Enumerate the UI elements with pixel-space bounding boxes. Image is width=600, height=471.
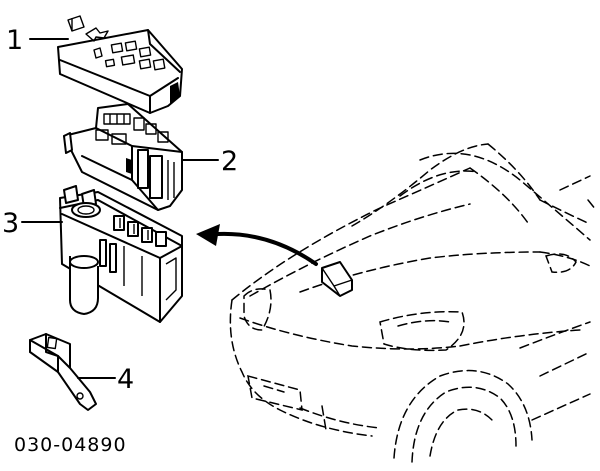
callout-3: 3	[2, 208, 19, 239]
part-3-lower-housing	[59, 185, 183, 323]
leader-lines	[21, 38, 219, 379]
callout-4: 4	[117, 364, 134, 395]
part-4-bracket	[29, 333, 97, 411]
vehicle-outline	[229, 143, 597, 463]
callout-1: 1	[6, 25, 23, 56]
part-1-cover	[57, 15, 183, 114]
part-2-relay-block	[63, 103, 183, 211]
location-arrow	[196, 224, 318, 266]
part-number: 030-04890	[14, 434, 127, 456]
callout-2: 2	[221, 146, 238, 177]
